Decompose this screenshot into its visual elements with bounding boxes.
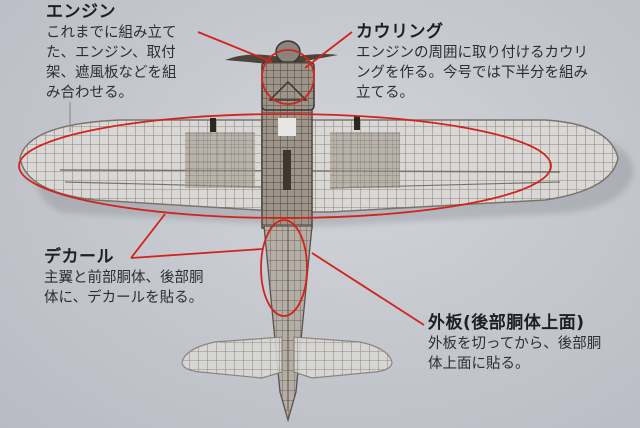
rear-fuselage-highlight-ellipse [260, 219, 308, 317]
callout-decal: デカール 主翼と前部胴体、後部胴 体に、デカールを貼る。 [44, 247, 234, 308]
callout-decal-line: 主翼と前部胴体、後部胴 [44, 270, 204, 286]
wing-highlight-ellipse [18, 113, 552, 219]
callout-decal-title: デカール [44, 247, 114, 267]
callout-engine-title: エンジン [46, 2, 116, 22]
callout-engine: エンジン これまでに組み立て た、エンジン、取付 架、遮風板などを組 み合わせる… [46, 2, 196, 103]
callout-outer-skin-body: 外板を切ってから、後部胴 体上面に貼る。 [428, 334, 633, 374]
callout-cowling-title: カウリング [356, 22, 444, 42]
callout-decal-line: 体に、デカールを貼る。 [44, 290, 204, 306]
callout-outer-skin-line: 外板を切ってから、後部胴 [428, 336, 602, 352]
callout-cowling-body: エンジンの周囲に取り付けるカウリ ングを作る。今号では下半分を組み 立てる。 [356, 43, 631, 103]
engine-assembly [225, 40, 338, 111]
callout-decal-body: 主翼と前部胴体、後部胴 体に、デカールを貼る。 [44, 268, 234, 308]
callout-engine-line: た、エンジン、取付 [46, 45, 176, 61]
engine-highlight-ellipse [261, 49, 315, 105]
callout-engine-line: み合わせる。 [46, 85, 133, 101]
horizontal-tail [181, 336, 393, 379]
callout-cowling: カウリング エンジンの周囲に取り付けるカウリ ングを作る。今号では下半分を組み … [356, 22, 631, 103]
callout-engine-body: これまでに組み立て た、エンジン、取付 架、遮風板などを組 み合わせる。 [46, 23, 196, 103]
callout-lines [18, 31, 552, 326]
rear-fuselage [263, 225, 313, 423]
callout-cowling-line: エンジンの周囲に取り付けるカウリ [356, 45, 588, 61]
callout-outer-skin-title: 外板(後部胴体上面) [428, 313, 585, 333]
callout-engine-line: 架、遮風板などを組 [46, 65, 177, 81]
fuselage-center [261, 107, 313, 229]
callout-cowling-line: ングを作る。今号では下半分を組み [356, 65, 588, 81]
callout-engine-line: これまでに組み立て [46, 25, 177, 41]
main-wing [19, 116, 619, 213]
callout-outer-skin: 外板(後部胴体上面) 外板を切ってから、後部胴 体上面に貼る。 [428, 313, 633, 374]
callout-outer-skin-line: 体上面に貼る。 [428, 356, 530, 372]
callout-cowling-line: 立てる。 [356, 85, 414, 101]
